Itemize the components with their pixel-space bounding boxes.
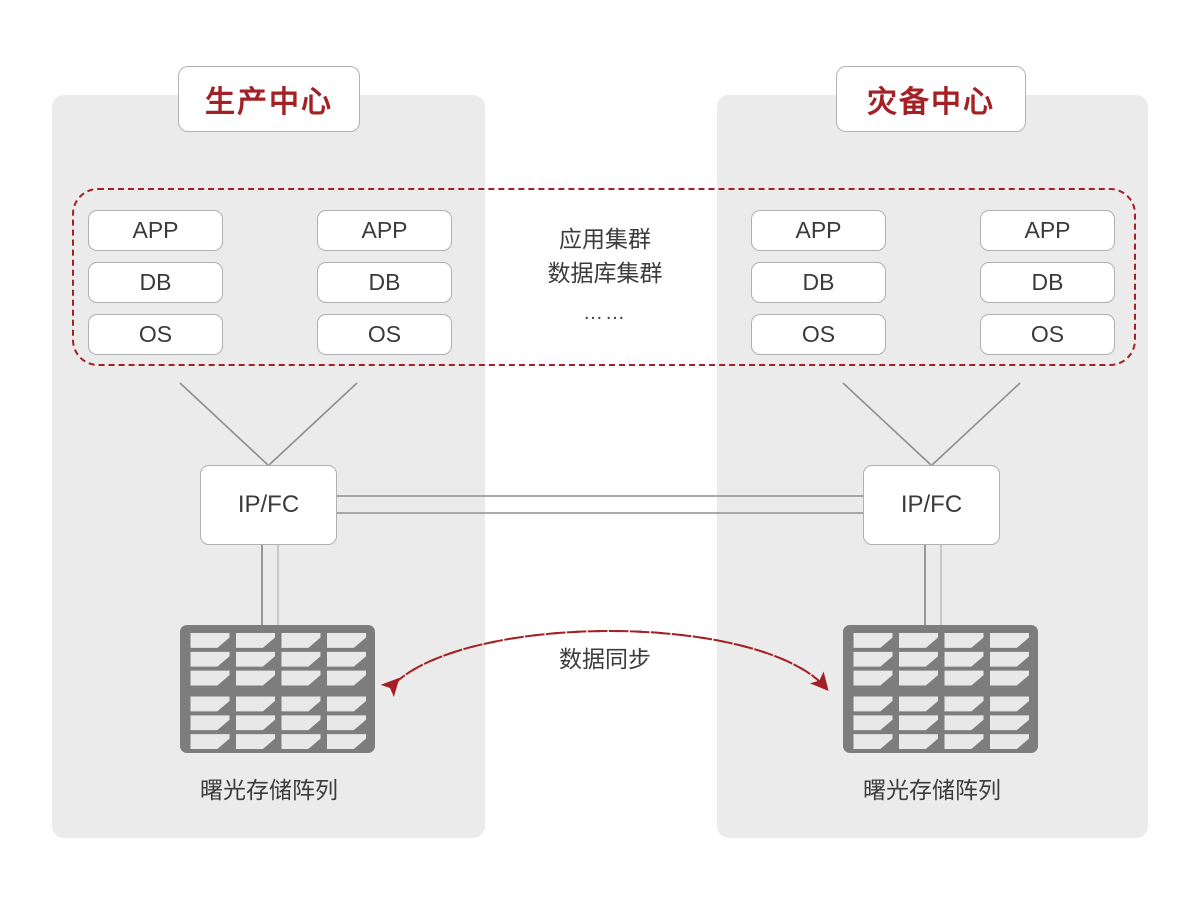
fabric-box-dr[interactable]: IP/FC xyxy=(863,465,1000,545)
node-stack-production-1: APP DB OS xyxy=(88,210,223,366)
node-box-db[interactable]: DB xyxy=(88,262,223,303)
fabric-box-production[interactable]: IP/FC xyxy=(200,465,337,545)
node-stack-dr-1: APP DB OS xyxy=(751,210,886,366)
node-box-os[interactable]: OS xyxy=(980,314,1115,355)
node-box-app[interactable]: APP xyxy=(980,210,1115,251)
node-box-db[interactable]: DB xyxy=(317,262,452,303)
cluster-boundary-dashed xyxy=(72,188,1136,366)
site-title-disaster-recovery: 灾备中心 xyxy=(836,66,1026,132)
node-stack-production-2: APP DB OS xyxy=(317,210,452,366)
site-title-production: 生产中心 xyxy=(178,66,360,132)
storage-array-icon-production xyxy=(180,625,375,753)
node-box-os[interactable]: OS xyxy=(317,314,452,355)
node-box-os[interactable]: OS xyxy=(751,314,886,355)
node-box-app[interactable]: APP xyxy=(88,210,223,251)
node-box-app[interactable]: APP xyxy=(317,210,452,251)
node-box-db[interactable]: DB xyxy=(980,262,1115,303)
cluster-caption-line-1: 应用集群 xyxy=(559,226,651,252)
storage-array-label-production: 曙光存储阵列 xyxy=(200,777,338,803)
node-box-db[interactable]: DB xyxy=(751,262,886,303)
cluster-caption-ellipsis: …… xyxy=(583,302,627,324)
node-stack-dr-2: APP DB OS xyxy=(980,210,1115,366)
node-box-app[interactable]: APP xyxy=(751,210,886,251)
node-box-os[interactable]: OS xyxy=(88,314,223,355)
cluster-caption: 应用集群 数据库集群 …… xyxy=(500,222,710,330)
storage-array-icon-dr xyxy=(843,625,1038,753)
sync-label: 数据同步 xyxy=(559,646,651,672)
storage-array-label-dr: 曙光存储阵列 xyxy=(863,777,1001,803)
cluster-caption-line-2: 数据库集群 xyxy=(547,260,663,286)
